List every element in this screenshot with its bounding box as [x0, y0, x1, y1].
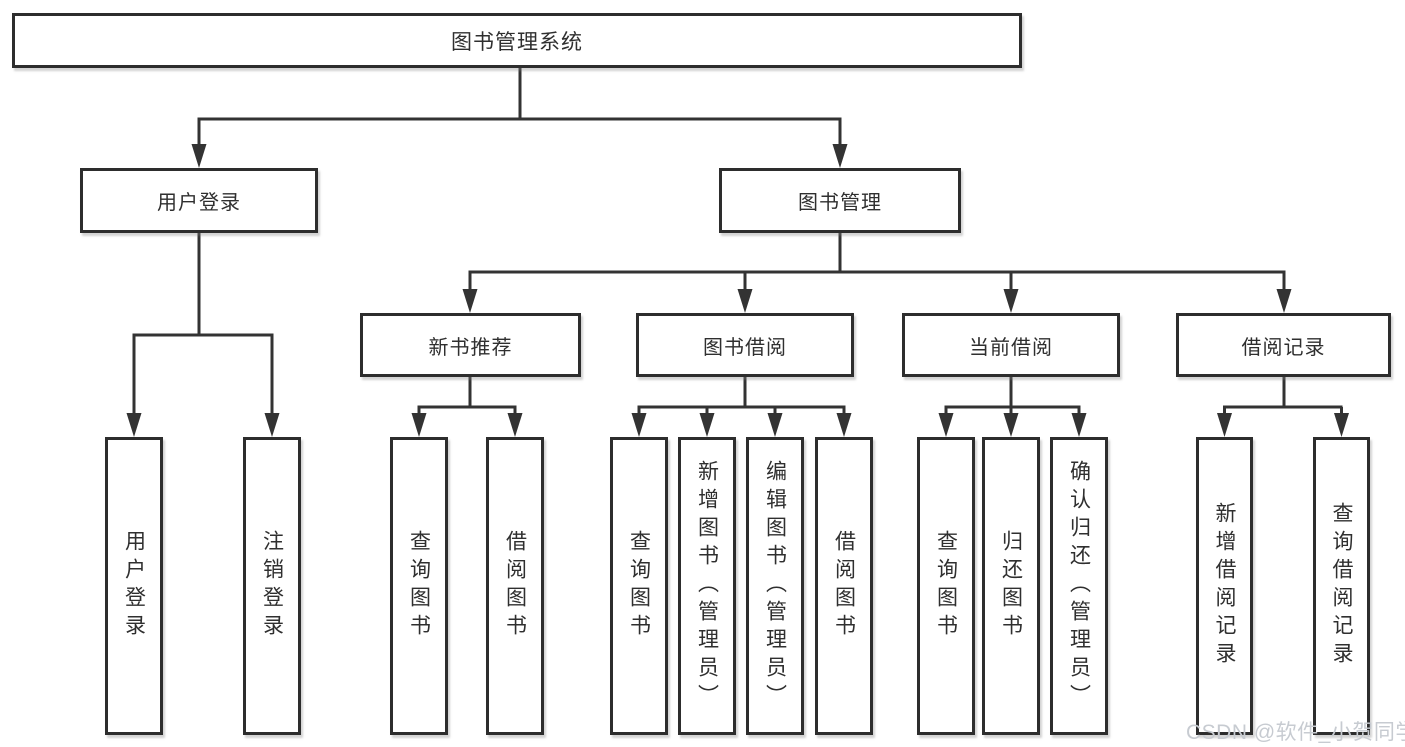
node-leaf-add-books-admin: 新增图书（管理员） [678, 437, 736, 735]
node-leaf-return-books: 归还图书 [982, 437, 1040, 735]
node-leaf-edit-books-admin: 编辑图书（管理员） [746, 437, 804, 735]
node-label: 用户登录 [122, 530, 146, 642]
node-label: 确认归还（管理员） [1067, 460, 1091, 712]
node-leaf-confirm-return-admin: 确认归还（管理员） [1050, 437, 1108, 735]
node-label: 用户登录 [157, 192, 241, 214]
node-leaf-query-books-borrow: 查询图书 [610, 437, 668, 735]
node-label: 新书推荐 [428, 336, 513, 359]
node-book-management: 图书管理 [719, 168, 961, 233]
node-label: 查询借阅记录 [1330, 502, 1353, 670]
node-label: 图书管理 [798, 192, 882, 214]
node-label: 归还图书 [999, 530, 1023, 642]
node-new-book-recommend: 新书推荐 [360, 313, 581, 377]
node-leaf-logout: 注销登录 [243, 437, 301, 735]
node-label: 图书管理系统 [451, 30, 583, 54]
node-label: 当前借阅 [969, 336, 1053, 359]
node-label: 借阅图书 [832, 530, 856, 642]
node-leaf-user-login: 用户登录 [105, 437, 163, 735]
csdn-watermark: CSDN @软件_小贺同学 [1186, 721, 1405, 744]
node-leaf-query-borrow-record: 查询借阅记录 [1313, 437, 1370, 735]
node-label: 查询图书 [627, 530, 651, 642]
node-leaf-add-borrow-record: 新增借阅记录 [1196, 437, 1253, 735]
node-user-login: 用户登录 [80, 168, 318, 233]
node-leaf-query-books-recommend: 查询图书 [390, 437, 448, 735]
node-label: 新增图书（管理员） [695, 460, 719, 712]
node-current-borrowing: 当前借阅 [902, 313, 1120, 377]
node-label: 查询图书 [407, 530, 431, 642]
node-leaf-borrow-books-recommend: 借阅图书 [486, 437, 544, 735]
node-library-management-system: 图书管理系统 [12, 13, 1022, 68]
node-label: 借阅记录 [1241, 336, 1326, 359]
node-label: 图书借阅 [703, 336, 787, 359]
node-label: 编辑图书（管理员） [763, 460, 787, 712]
node-label: 查询图书 [934, 530, 958, 642]
node-borrowing-records: 借阅记录 [1176, 313, 1391, 377]
node-label: 新增借阅记录 [1213, 502, 1236, 670]
node-label: 注销登录 [260, 530, 284, 642]
node-leaf-query-books-current: 查询图书 [917, 437, 975, 735]
node-leaf-borrow-books: 借阅图书 [815, 437, 873, 735]
node-book-borrowing: 图书借阅 [636, 313, 854, 377]
node-label: 借阅图书 [503, 530, 527, 642]
